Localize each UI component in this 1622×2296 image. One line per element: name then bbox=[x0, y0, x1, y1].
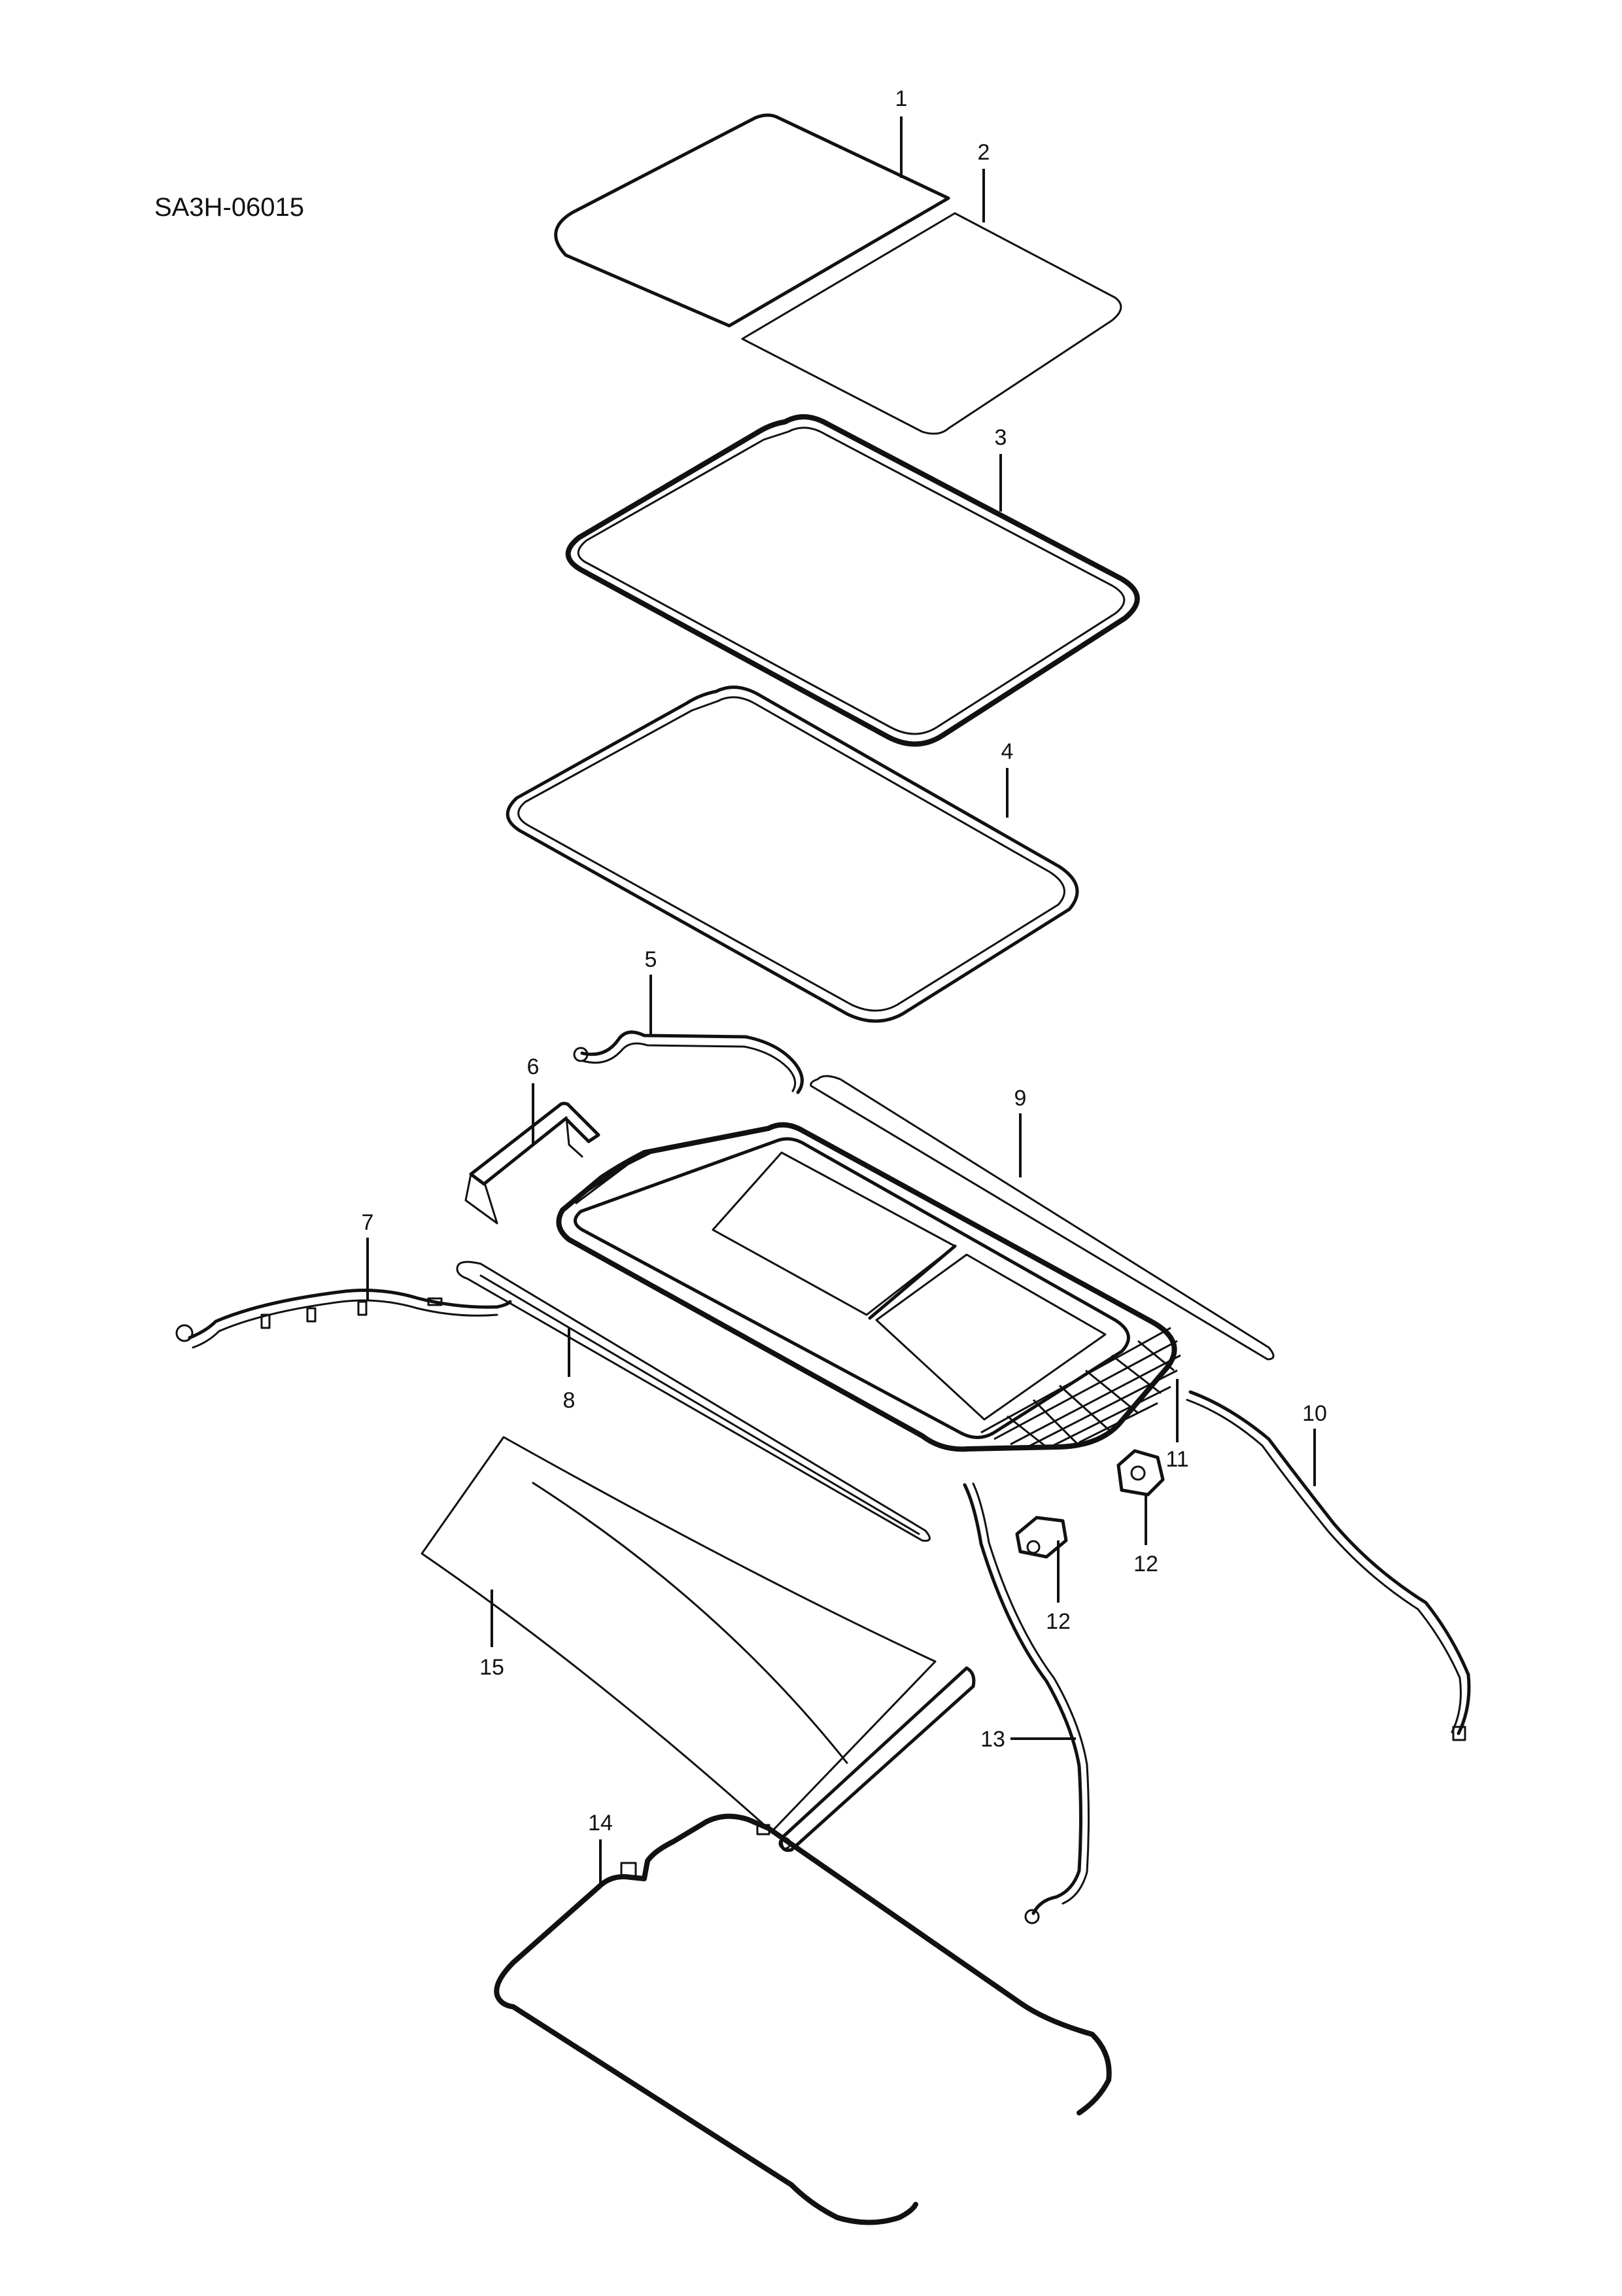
part-4-frame-seal[interactable] bbox=[506, 686, 1079, 1023]
part-12-motor-upper[interactable] bbox=[1116, 1449, 1165, 1497]
callout-1: 1 bbox=[895, 86, 908, 178]
callout-8: 8 bbox=[563, 1328, 576, 1413]
callout-5: 5 bbox=[645, 947, 657, 1037]
svg-text:15: 15 bbox=[479, 1655, 504, 1680]
svg-text:2: 2 bbox=[978, 140, 990, 165]
callout-2: 2 bbox=[978, 140, 990, 222]
svg-text:12: 12 bbox=[1046, 1609, 1071, 1634]
callout-12-upper: 12 bbox=[1133, 1495, 1158, 1576]
part-13-left-rear-drain-hose[interactable] bbox=[963, 1482, 1090, 1924]
callout-4: 4 bbox=[1001, 739, 1014, 818]
part-10-right-rear-drain-hose[interactable] bbox=[1186, 1390, 1471, 1741]
callout-12-lower: 12 bbox=[1046, 1540, 1071, 1634]
part-14-wiring-harness[interactable] bbox=[494, 1813, 1112, 2225]
svg-text:13: 13 bbox=[980, 1727, 1005, 1752]
figure-id-label: SA3H-06015 bbox=[154, 193, 304, 222]
part-8-left-side-trim[interactable] bbox=[456, 1261, 931, 1542]
svg-text:14: 14 bbox=[588, 1811, 613, 1835]
part-3-glass-seal[interactable] bbox=[565, 414, 1140, 747]
callout-7: 7 bbox=[362, 1210, 374, 1300]
callout-9: 9 bbox=[1014, 1086, 1027, 1177]
part-1-front-glass[interactable] bbox=[554, 113, 950, 328]
callout-6: 6 bbox=[527, 1054, 540, 1143]
part-9-right-side-trim[interactable] bbox=[810, 1075, 1275, 1361]
callout-13: 13 bbox=[980, 1727, 1076, 1752]
part-2-rear-glass[interactable] bbox=[741, 212, 1122, 435]
part-15-sunshade[interactable] bbox=[421, 1436, 976, 1852]
svg-text:6: 6 bbox=[527, 1054, 540, 1079]
svg-text:3: 3 bbox=[995, 425, 1007, 450]
svg-text:1: 1 bbox=[895, 86, 908, 111]
callout-10: 10 bbox=[1302, 1401, 1327, 1486]
part-11-sunroof-frame[interactable] bbox=[556, 1122, 1181, 1452]
callout-11: 11 bbox=[1165, 1379, 1189, 1472]
part-6-wind-deflector[interactable] bbox=[464, 1102, 600, 1225]
callout-14: 14 bbox=[588, 1811, 613, 1884]
part-12-motor-lower[interactable] bbox=[1015, 1516, 1068, 1559]
svg-text:12: 12 bbox=[1133, 1552, 1158, 1576]
svg-text:5: 5 bbox=[645, 947, 657, 972]
svg-text:4: 4 bbox=[1001, 739, 1014, 764]
part-5-front-drain-hose[interactable] bbox=[573, 1030, 804, 1094]
part-7-left-drain-hose[interactable] bbox=[175, 1289, 512, 1349]
svg-text:7: 7 bbox=[362, 1210, 374, 1235]
svg-text:9: 9 bbox=[1014, 1086, 1027, 1111]
svg-text:10: 10 bbox=[1302, 1401, 1327, 1426]
svg-text:8: 8 bbox=[563, 1388, 576, 1413]
callout-15: 15 bbox=[479, 1590, 504, 1680]
callout-3: 3 bbox=[995, 425, 1007, 512]
svg-text:11: 11 bbox=[1165, 1447, 1188, 1472]
frame-mesh bbox=[575, 1147, 1181, 1448]
